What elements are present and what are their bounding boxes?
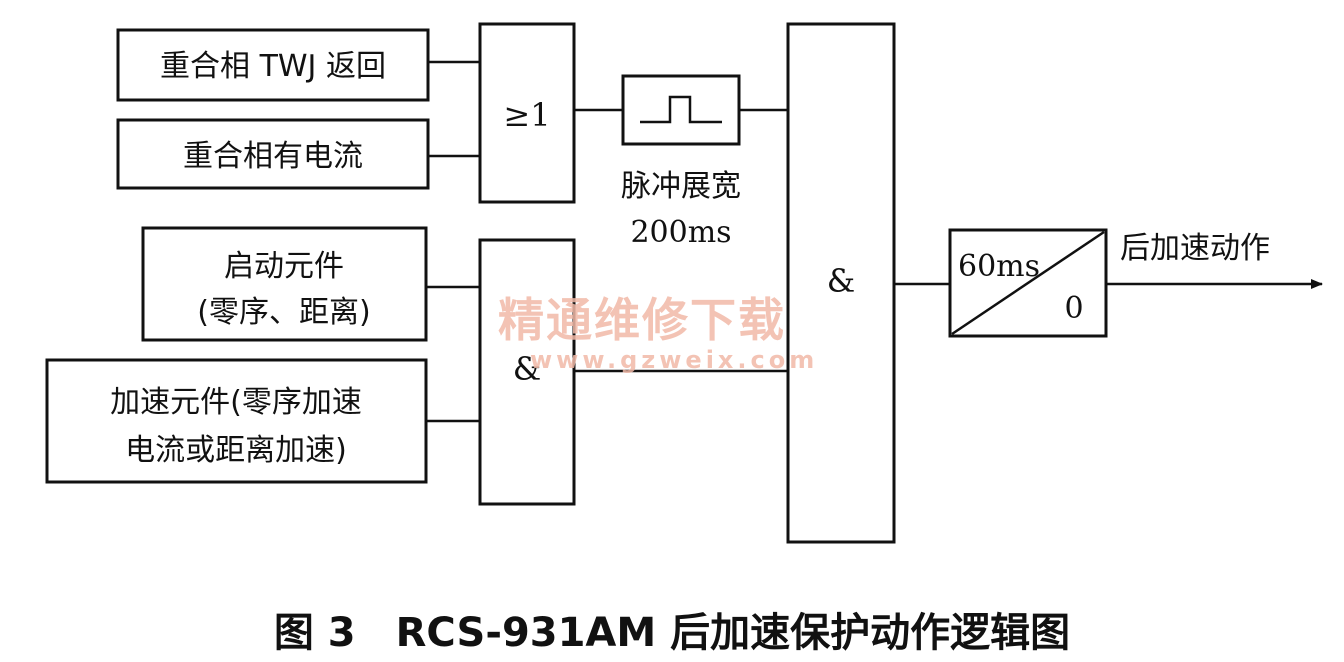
input-start-element: 启动元件 (零序、距离) [141,226,428,342]
input-phase-current-label: 重合相有电流 [183,139,363,174]
figure-caption: 图 3 RCS-931AM 后加速保护动作逻辑图 [274,610,1070,656]
timer-dropout-delay: 0 [1064,291,1083,326]
and-gate-1-label: & [513,350,541,388]
output-label: 后加速动作 [1120,231,1270,266]
pulse-widener-label: 脉冲展宽 [621,169,741,204]
input-twj-return: 重合相 TWJ 返回 [116,28,430,102]
input-start-element-line2: (零序、距离) [197,295,370,330]
input-start-element-line1: 启动元件 [224,249,344,284]
input-accel-element-line1: 加速元件(零序加速 [110,385,362,420]
input-phase-current: 重合相有电流 [116,118,430,190]
pulse-widener-duration: 200ms [630,215,731,250]
timer-pickup-delay: 60ms [958,249,1040,284]
pulse-waveform-icon [640,95,722,124]
input-accel-element: 加速元件(零序加速 电流或距离加速) [45,358,428,484]
wires [426,60,1323,423]
input-accel-element-line2: 电流或距离加速) [125,433,347,468]
and-gate-2-label: & [827,262,855,300]
watermark-title: 精通维修下载 [498,293,786,347]
or-gate-label: ≥1 [503,96,550,134]
delay-timer: 60ms 0 [948,228,1108,338]
and-gate-1: & [478,238,576,506]
or-gate: ≥1 [478,22,576,204]
input-twj-return-label: 重合相 TWJ 返回 [160,49,386,84]
and-gate-2: & [786,22,896,544]
watermark-url: www.gzweix.com [530,346,818,374]
pulse-widener: 脉冲展宽 200ms [621,74,741,250]
